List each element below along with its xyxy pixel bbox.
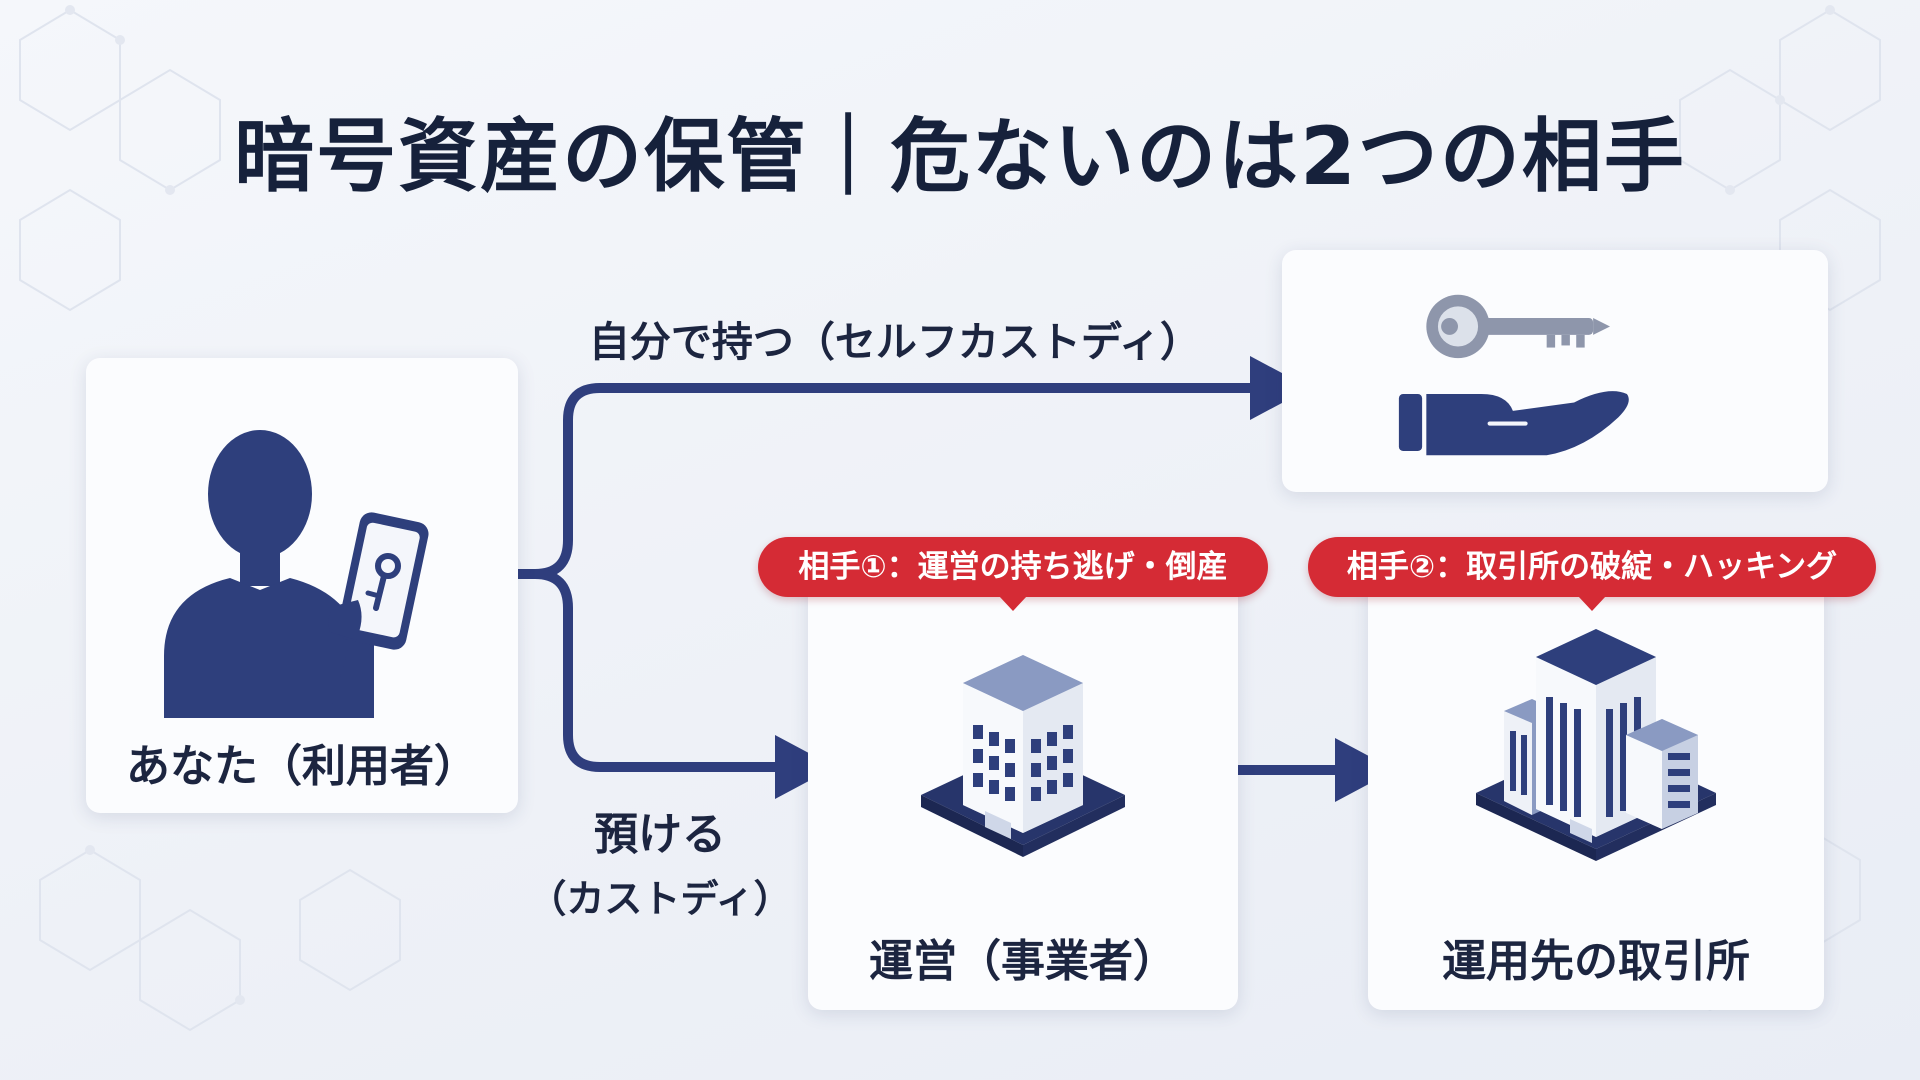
custody-edge-label: 預ける （カストディ） <box>520 798 800 923</box>
page-title: 暗号資産の保管｜危ないのは2つの相手 <box>234 110 1686 203</box>
user-with-phone-key-icon <box>164 430 429 718</box>
exchange-building-icon <box>1476 629 1716 861</box>
exchange-label: 運用先の取引所 <box>1442 936 1750 987</box>
risk2-badge-pointer <box>1578 596 1606 611</box>
exchange-card: 運用先の取引所 <box>1368 565 1824 1010</box>
custody-edge-label-line1: 預ける <box>594 809 726 860</box>
office-building-icon <box>921 655 1125 857</box>
user-card: あなた（利用者） <box>86 358 518 813</box>
user-label: あなた（利用者） <box>126 741 478 792</box>
arrowhead-self <box>1250 356 1310 420</box>
risk1-badge: 相手①：運営の持ち逃げ・倒産 <box>758 537 1268 611</box>
arrowhead-exchange <box>1335 738 1395 802</box>
operator-label: 運営（事業者） <box>869 936 1177 987</box>
arrowhead-custody <box>775 735 835 799</box>
custody-edge-label-line2: （カストディ） <box>528 877 792 921</box>
custody-branch-line <box>530 569 795 772</box>
risk2-badge: 相手②：取引所の破綻・ハッキング <box>1308 537 1876 611</box>
risk1-badge-pointer <box>999 596 1027 611</box>
self-custody-edge-label: 自分で持つ（セルフカストディ） <box>588 318 1202 366</box>
key-on-hand-icon <box>1398 294 1629 456</box>
risk1-label: 相手①：運営の持ち逃げ・倒産 <box>798 549 1228 585</box>
risk2-label: 相手②：取引所の破綻・ハッキング <box>1346 549 1838 585</box>
self-custody-card <box>1282 250 1828 492</box>
operator-card: 運営（事業者） <box>808 565 1238 1010</box>
